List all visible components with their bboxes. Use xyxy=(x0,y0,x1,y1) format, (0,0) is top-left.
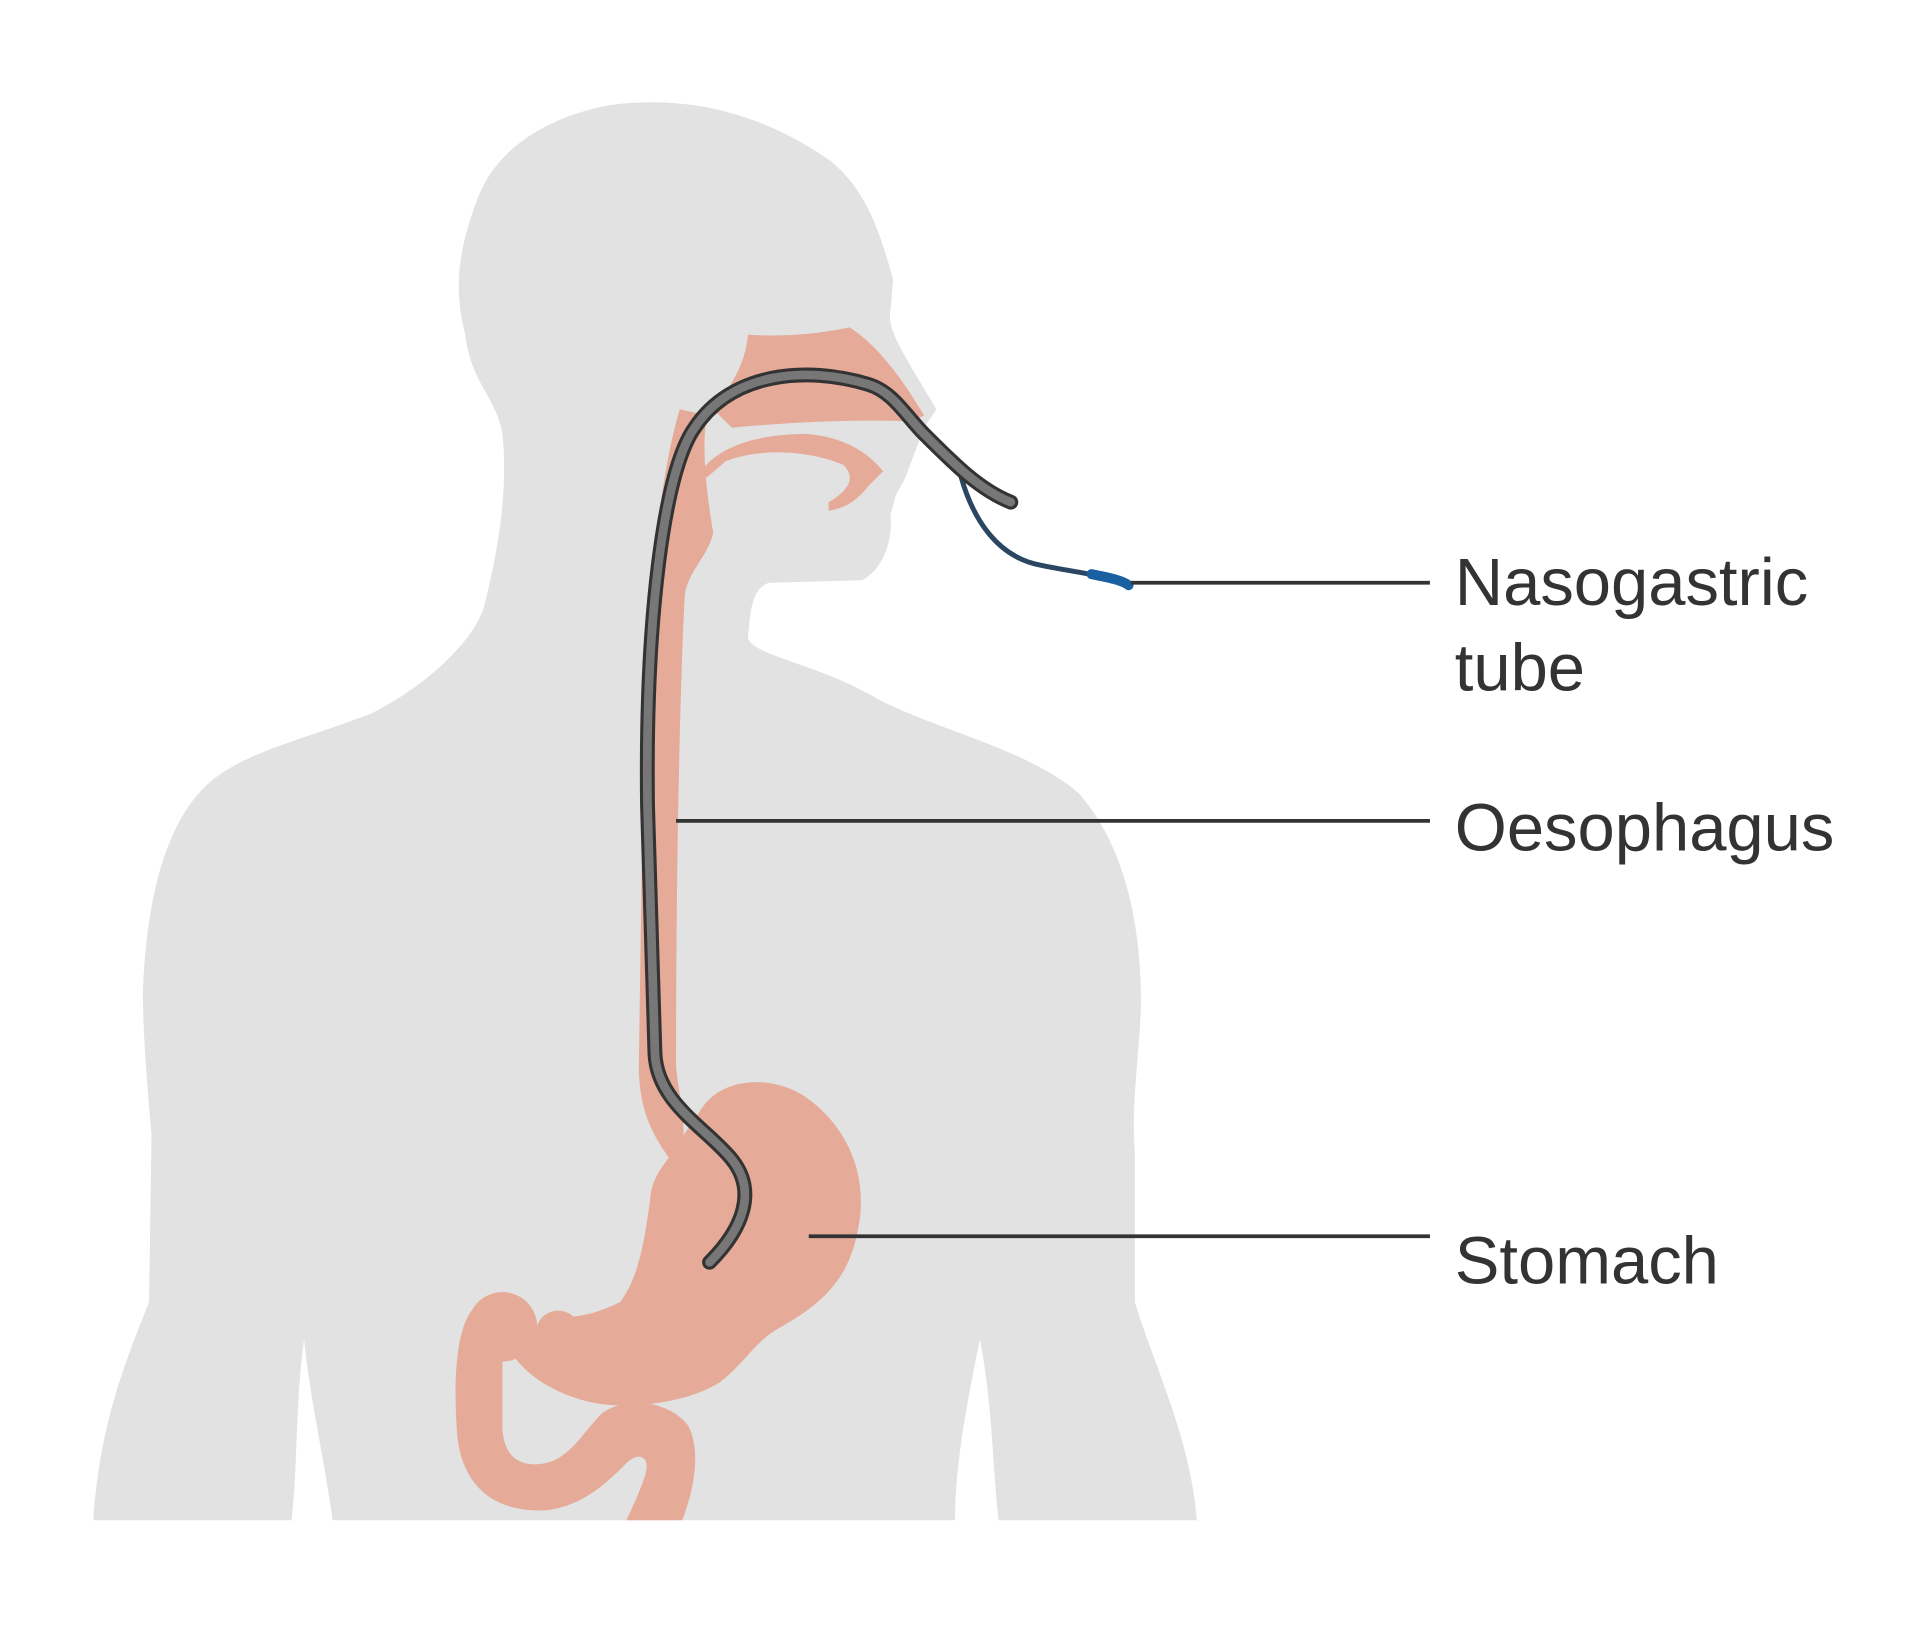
palate-and-mouth xyxy=(700,433,884,511)
tube-tip xyxy=(1086,569,1134,591)
stomach xyxy=(514,1082,861,1406)
label-nasogastric-line1: Nasogastric xyxy=(1455,545,1808,620)
duodenum-bulb xyxy=(467,1292,538,1362)
label-nasogastric-line2: tube xyxy=(1455,631,1585,706)
label-stomach: Stomach xyxy=(1455,1223,1719,1298)
nasogastric-tube xyxy=(639,367,1134,1270)
label-oesophagus: Oesophagus xyxy=(1455,791,1835,866)
duodenum xyxy=(455,1301,696,1521)
tube-body xyxy=(642,370,1016,1267)
leader-lines xyxy=(676,580,1430,1239)
duodenum-bulb-2 xyxy=(535,1310,581,1356)
